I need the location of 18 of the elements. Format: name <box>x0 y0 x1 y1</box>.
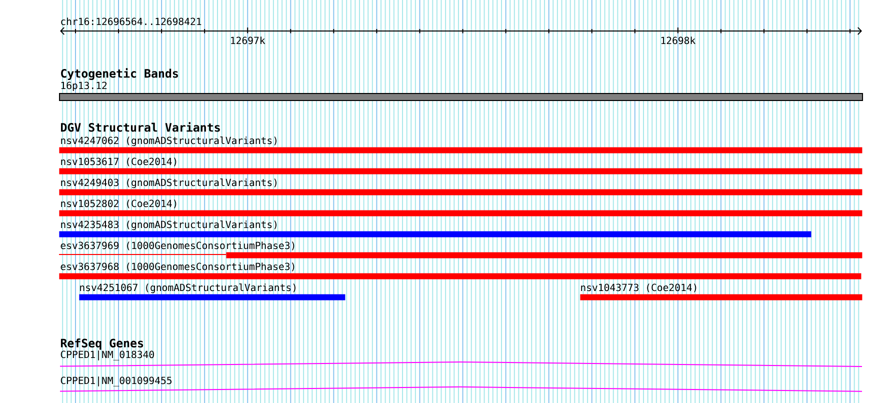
track-title: Cytogenetic Bands <box>61 68 178 80</box>
track-title: DGV Structural Variants <box>60 122 220 132</box>
tick-label: 12698k <box>661 36 696 44</box>
variant-label: esv3637968 (1000GenomesConsortiumPhase3) <box>60 262 294 272</box>
gene-label: CPPED1|NM_018340 <box>60 350 154 360</box>
variant-label: nsv4235483 (gnomADStructuralVariants) <box>61 220 276 230</box>
region-label: chr16:12696564..12698421 <box>61 18 202 26</box>
track-title: RefSeq Genes <box>60 338 144 350</box>
variant-label: nsv1043773 (Coe2014) <box>581 284 696 292</box>
variant-label: nsv4247062 (gnomADStructuralVariants) <box>61 136 276 146</box>
gene-label: CPPED1|NM_001099455 <box>60 376 172 386</box>
tick-label: 12697k <box>231 36 266 44</box>
band-label: 16p13.12 <box>61 82 107 92</box>
variant-label: esv3637969 (1000GenomesConsortiumPhase3) <box>60 242 294 250</box>
variant-label: nsv4251067 (gnomADStructuralVariants) <box>80 284 296 294</box>
variant-label: nsv4249403 (gnomADStructuralVariants) <box>61 178 276 188</box>
variant-label: nsv1052802 (Coe2014) <box>61 200 176 208</box>
variant-label: nsv1053617 (Coe2014) <box>61 158 176 166</box>
